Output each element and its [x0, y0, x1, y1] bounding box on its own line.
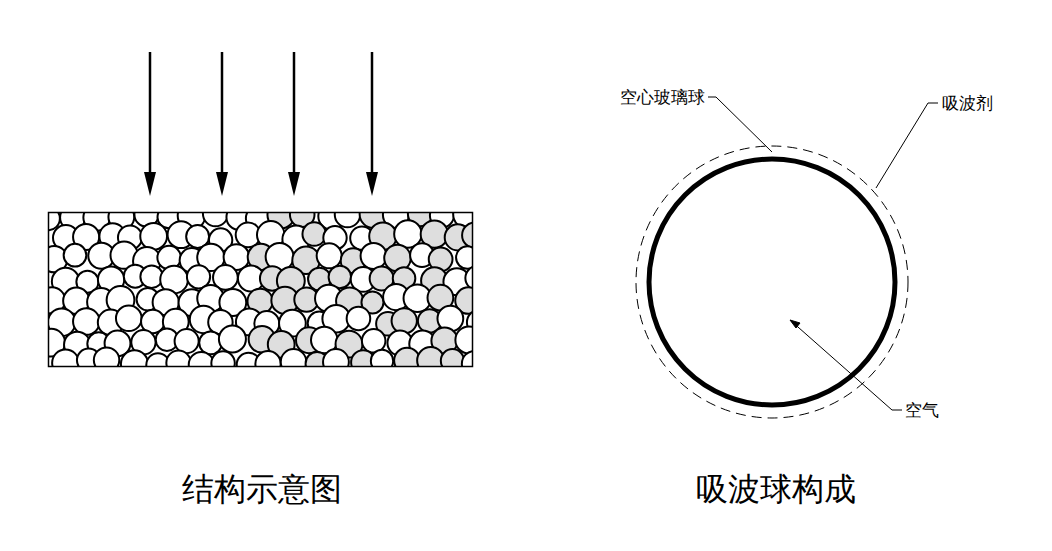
bead — [94, 347, 119, 366]
bead — [64, 244, 87, 267]
bead — [456, 246, 472, 268]
absorber-coating — [636, 146, 908, 418]
bead — [441, 349, 464, 366]
bead — [175, 329, 199, 353]
bead — [392, 308, 417, 333]
bead — [361, 243, 387, 269]
bead — [52, 349, 79, 366]
bead — [211, 351, 234, 366]
figure-caption: 结构示意图 — [182, 472, 342, 507]
bead — [140, 223, 167, 250]
part-label: 吸波剂 — [942, 94, 993, 113]
bead — [219, 326, 246, 353]
absorber-slab — [49, 213, 473, 367]
bead — [116, 305, 142, 331]
leader-lines — [708, 97, 938, 410]
bead — [394, 348, 420, 366]
bead — [281, 349, 307, 366]
bead — [121, 350, 148, 366]
bead — [371, 350, 393, 366]
bead — [302, 222, 325, 245]
bead — [166, 351, 190, 366]
bead — [140, 265, 163, 288]
incident-arrows — [150, 52, 372, 182]
part-label: 空心玻璃球 — [620, 88, 705, 107]
bead — [189, 352, 214, 366]
bead — [335, 213, 360, 227]
bead — [255, 351, 280, 366]
sphere-packing — [49, 213, 472, 366]
part-label: 空气 — [905, 401, 939, 420]
bead — [323, 349, 349, 366]
glass-shell — [649, 159, 895, 405]
arrow-heads — [144, 172, 378, 196]
bead — [203, 213, 228, 226]
bead — [317, 243, 342, 268]
figure-caption: 吸波球构成 — [696, 472, 856, 507]
bead — [462, 351, 472, 366]
bead — [347, 307, 371, 331]
bead — [462, 223, 472, 248]
